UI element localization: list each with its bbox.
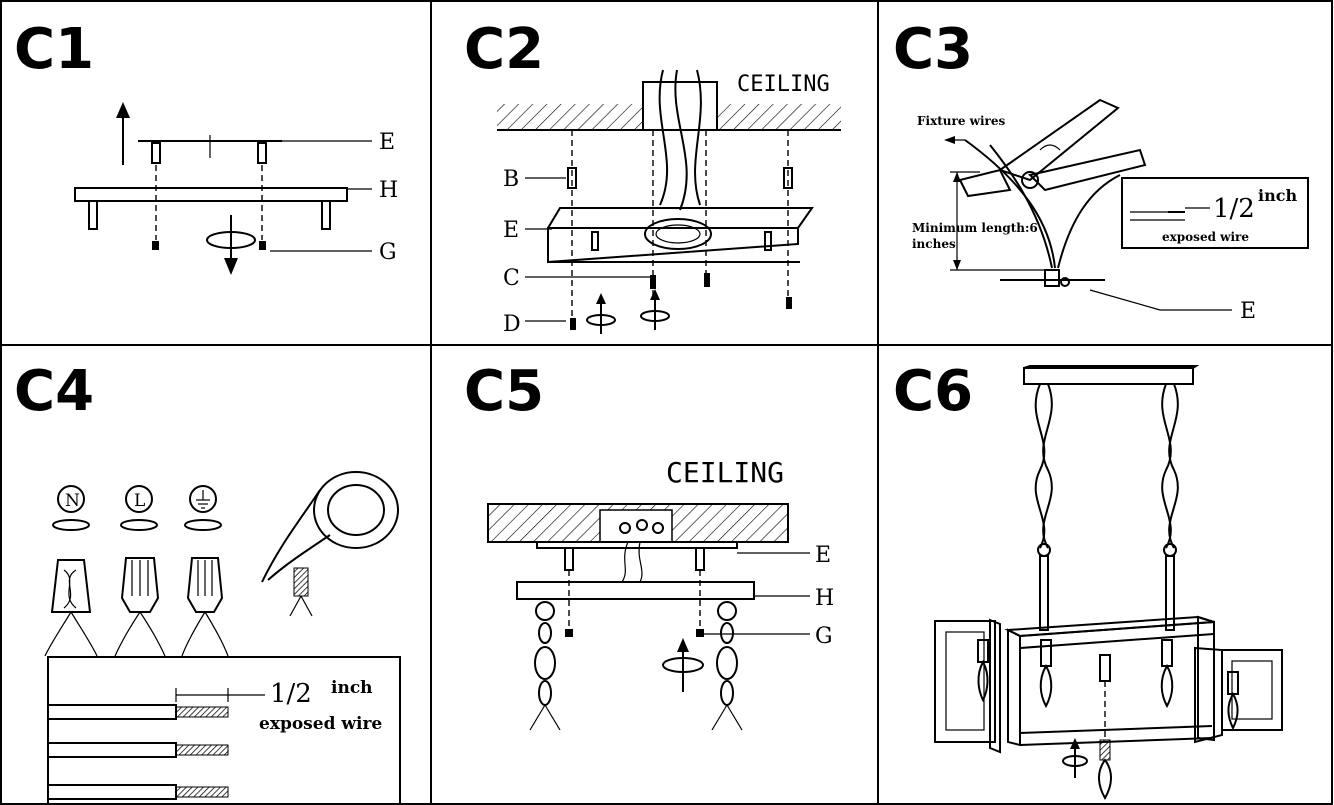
wire-nut-icon — [186, 557, 224, 613]
fixture-wires — [944, 136, 1121, 269]
panel-c5: C5 CEILING — [464, 359, 834, 731]
label-e: E — [1240, 299, 1256, 324]
rotate-up-icon — [662, 638, 704, 692]
label-h: H — [379, 178, 398, 203]
ceiling-caption: CEILING — [737, 72, 830, 97]
ground-icon — [189, 485, 217, 513]
label-e: E — [379, 130, 395, 155]
canopy-part — [74, 187, 348, 230]
bulb-icon — [1039, 639, 1053, 709]
min-length-line1: Minimum length:6 — [912, 221, 1038, 235]
step-label: C5 — [464, 359, 544, 424]
label-d: D — [503, 312, 521, 337]
chain-right — [1161, 383, 1179, 557]
supply-wires — [658, 69, 702, 211]
panel-c6: C6 — [893, 359, 1283, 800]
label-b: B — [503, 167, 519, 192]
rotate-down-icon — [206, 215, 256, 275]
exposed-wire-caption: exposed wire — [1162, 230, 1249, 244]
electrical-tape-icon — [261, 471, 399, 617]
rotate-up-icon — [1062, 738, 1088, 778]
step-label: C2 — [464, 17, 544, 82]
chain-left — [529, 601, 561, 731]
inch-unit: inch — [1258, 186, 1297, 205]
rotate-icon — [52, 519, 222, 531]
step-label: C1 — [14, 17, 94, 82]
neutral-symbol: N — [57, 485, 85, 513]
panel-c2: C2 CEILING — [464, 17, 841, 337]
inch-unit: inch — [331, 678, 373, 698]
chain-right — [711, 601, 743, 731]
bulb-icon — [977, 639, 989, 703]
label-h: H — [815, 586, 834, 611]
symbol-l: L — [134, 491, 145, 511]
bulb-icon — [1099, 654, 1111, 682]
panel-c1: C1 E — [14, 17, 398, 275]
ceiling-caption: CEILING — [666, 456, 784, 489]
live-symbol: L — [125, 485, 153, 513]
rotate-up-icon — [640, 289, 670, 330]
crossbar-part — [546, 207, 814, 264]
crossbar-part — [138, 135, 282, 164]
step-label: C3 — [893, 17, 973, 82]
rotate-up-icon — [586, 293, 616, 334]
half-inch-value: 1/2 — [1213, 194, 1255, 224]
ceiling-slab — [487, 503, 789, 543]
half-inch-value: 1/2 — [270, 679, 312, 709]
label-g: G — [815, 624, 833, 649]
step-label: C6 — [893, 359, 973, 424]
label-e: E — [815, 543, 831, 568]
wire-stripper-icon — [958, 98, 1147, 198]
label-g: G — [379, 240, 397, 265]
exposed-wire-box: 1/2 inch exposed wire — [47, 656, 401, 805]
panel-c4: C4 N L — [14, 359, 401, 805]
panel-c3: C3 Fixture wires Minimum length:6 inches — [893, 17, 1309, 324]
min-length-line2: inches — [912, 237, 956, 251]
fixture-frame — [934, 615, 1283, 754]
exposed-wire-caption: exposed wire — [259, 714, 382, 734]
canopy-part — [1023, 365, 1200, 385]
chain-left — [1034, 383, 1053, 557]
wire-nut-icon — [50, 559, 92, 613]
exposed-wire-inset: 1/2 inch exposed wire — [1121, 177, 1309, 249]
bulb-icon — [1160, 639, 1174, 709]
label-e: E — [503, 218, 519, 243]
symbol-n: N — [65, 491, 80, 511]
arrow-up-icon — [116, 102, 130, 165]
bulb-icon — [1227, 671, 1239, 731]
label-c: C — [503, 266, 520, 291]
fixture-wires-caption: Fixture wires — [917, 114, 1005, 128]
step-label: C4 — [14, 359, 94, 424]
wire-nut-icon — [120, 557, 160, 613]
